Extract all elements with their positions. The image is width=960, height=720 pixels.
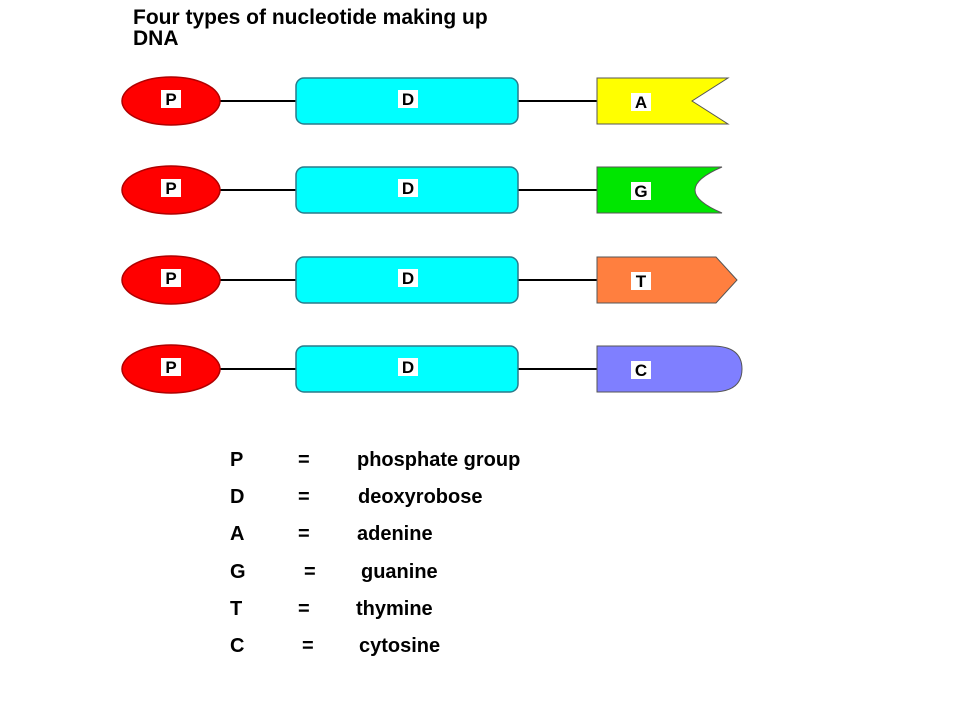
nucleotide-2-phosphate-label-box [161,179,181,197]
legend-meaning: adenine [357,523,433,545]
nucleotide-1-sugar-label-text: D [402,90,414,109]
legend-symbol: P [230,449,244,471]
nucleotide-2-phosphate-label: P [161,179,181,198]
nucleotide-2-sugar-label-box [398,179,418,197]
nucleotide-4-sugar-label-text: D [402,358,414,377]
title-line-1: Four types of nucleotide making up [133,6,488,29]
nucleotide-3-sugar-label: D [398,269,418,288]
legend-row: T = thymine [0,598,700,622]
legend-meaning: thymine [356,598,433,620]
legend-row: C = cytosine [0,635,700,659]
legend-meaning: deoxyrobose [358,486,483,508]
nucleotide-3-phosphate-label-text: P [165,269,176,288]
legend-equals: = [302,635,314,657]
nucleotide-1-sugar-label-box [398,90,418,108]
nucleotide-3-base-shape [596,256,738,304]
nucleotide-4-phosphate-label-box [161,358,181,376]
nucleotide-3-sugar-label-box [398,269,418,287]
legend-symbol: C [230,635,245,657]
nucleotide-2-base-label-box [631,182,651,200]
nucleotide-4-sugar-label: D [398,358,418,377]
nucleotide-3-phosphate-label: P [161,269,181,288]
nucleotide-4-base-label-box [631,361,651,379]
legend-equals: = [298,449,310,471]
nucleotide-2-sugar-label: D [398,179,418,198]
legend-row: D = deoxyrobose [0,486,700,510]
legend-meaning: guanine [361,561,438,583]
nucleotide-2-phosphate-label-text: P [165,179,176,198]
nucleotide-2-base-label-text: G [634,182,647,201]
legend-equals: = [298,598,310,620]
legend-symbol: A [230,523,245,545]
legend-row: P = phosphate group [0,449,700,473]
nucleotide-2-base-label: G [631,182,651,201]
nucleotide-2-base-shape [596,166,723,214]
legend-row: G = guanine [0,561,700,585]
nucleotide-3-phosphate-label-box [161,269,181,287]
nucleotide-1-base-label-text: A [635,93,647,112]
nucleotide-4-phosphate-label: P [161,358,181,377]
nucleotide-4-sugar-label-box [398,358,418,376]
legend-meaning: cytosine [359,635,441,657]
nucleotide-1-sugar-label: D [398,90,418,109]
legend-equals: = [298,486,310,508]
legend-equals: = [298,523,310,545]
nucleotide-4-base-label: C [631,361,651,380]
nucleotide-1-phosphate-label-box [161,90,181,108]
legend-symbol: T [230,598,243,620]
nucleotide-4-phosphate-label-text: P [165,358,176,377]
nucleotide-1-base-label: A [631,93,651,112]
nucleotide-3-base-label-box [631,272,651,290]
legend-meaning: phosphate group [357,449,521,471]
legend-equals: = [304,561,316,583]
nucleotide-3-sugar-label-text: D [402,269,414,288]
legend-symbol: D [230,486,245,508]
nucleotide-2-sugar-label-text: D [402,179,414,198]
legend-symbol: G [230,561,246,583]
nucleotide-1-phosphate-label: P [161,90,181,109]
nucleotide-1-base-shape [596,77,730,125]
nucleotide-1-phosphate-label-text: P [165,90,176,109]
nucleotide-3-base-label-text: T [636,272,647,291]
diagram-title: Four types of nucleotide making up DNA [133,7,773,49]
legend-row: A = adenine [0,523,700,547]
title-line-2: DNA [133,27,179,50]
nucleotide-1-base-label-box [631,93,651,111]
nucleotide-4-base-label-text: C [635,361,647,380]
nucleotide-3-base-label: T [631,272,651,291]
nucleotide-4-base-shape [596,345,743,393]
